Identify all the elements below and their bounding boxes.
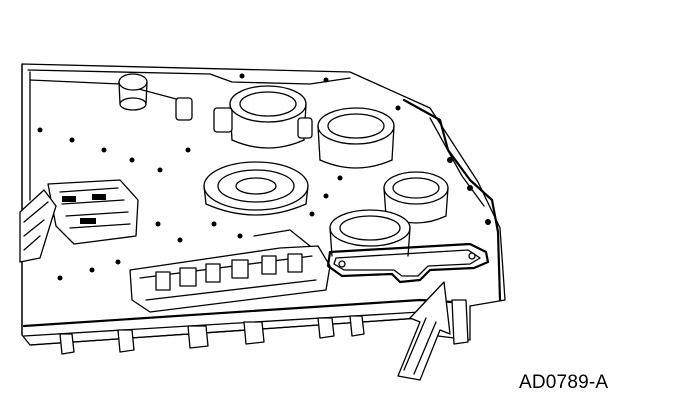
- gasket-seal: [326, 242, 490, 284]
- bore-ring-upper-right: [317, 107, 395, 169]
- arrow-up-right-icon: [397, 281, 451, 381]
- left-valve-block: [47, 179, 139, 245]
- center-hub: [203, 161, 309, 216]
- bolt-holes: [37, 73, 491, 281]
- figure-id-label: AD0789-A: [519, 372, 609, 393]
- pan-tabs: [59, 299, 469, 355]
- left-bracket: [19, 189, 57, 263]
- lower-valve-body: [129, 229, 331, 313]
- small-bosses: [175, 97, 313, 139]
- bore-ring-right: [383, 171, 449, 224]
- upper-stud: [118, 73, 148, 111]
